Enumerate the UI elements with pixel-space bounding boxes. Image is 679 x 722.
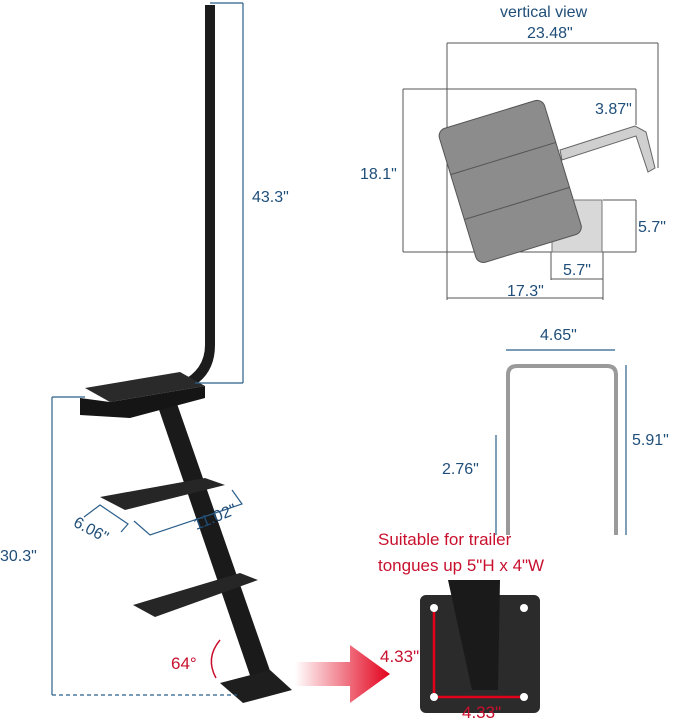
top-step xyxy=(85,372,205,402)
label-ubolt-thread: 2.76" xyxy=(442,461,479,478)
mount-note-line2: tongues up 5"H x 4"W xyxy=(378,556,544,575)
middle-step xyxy=(100,478,225,510)
label-handle-height: 43.3" xyxy=(252,189,289,206)
mount-note-line1: Suitable for trailer xyxy=(378,530,512,549)
label-hole-vertical: 4.33" xyxy=(380,647,419,666)
dimension-step-height: 30.3" xyxy=(0,396,237,696)
label-plate-width: 5.7" xyxy=(563,262,591,279)
label-depth: 18.1" xyxy=(360,166,397,183)
lower-step xyxy=(133,573,258,617)
label-hole-horizontal: 4.33" xyxy=(462,703,501,722)
label-ubolt-width: 4.65" xyxy=(540,327,577,344)
label-base-width: 17.3" xyxy=(507,283,544,300)
base-plate xyxy=(220,670,292,703)
u-bolt-diagram: 4.65" 5.91" 2.76" xyxy=(442,327,669,535)
angle-indicator: 64° xyxy=(171,639,221,679)
arrow-icon xyxy=(295,645,390,703)
label-overall-width: 23.48" xyxy=(527,25,573,42)
label-handle-offset: 3.87" xyxy=(595,101,632,118)
step-ladder-illustration xyxy=(80,5,292,703)
vertical-view-title: vertical view xyxy=(500,4,588,21)
label-step-depth: 6.06" xyxy=(70,514,110,546)
top-step-face xyxy=(80,386,205,418)
label-step-height: 30.3" xyxy=(0,548,37,565)
diagonal-rail xyxy=(155,398,275,690)
label-ubolt-height: 5.91" xyxy=(632,432,669,449)
mount-plate-detail: 4.33" 4.33" xyxy=(380,580,540,722)
label-plate-height: 5.7" xyxy=(638,219,666,236)
vertical-view-diagram: vertical view 23.48" 18.1" 3.87" 5.7" 5.… xyxy=(360,4,666,300)
dimension-handle-height: 43.3" xyxy=(195,2,289,384)
label-angle: 64° xyxy=(171,654,197,673)
handle-pole xyxy=(180,5,215,388)
